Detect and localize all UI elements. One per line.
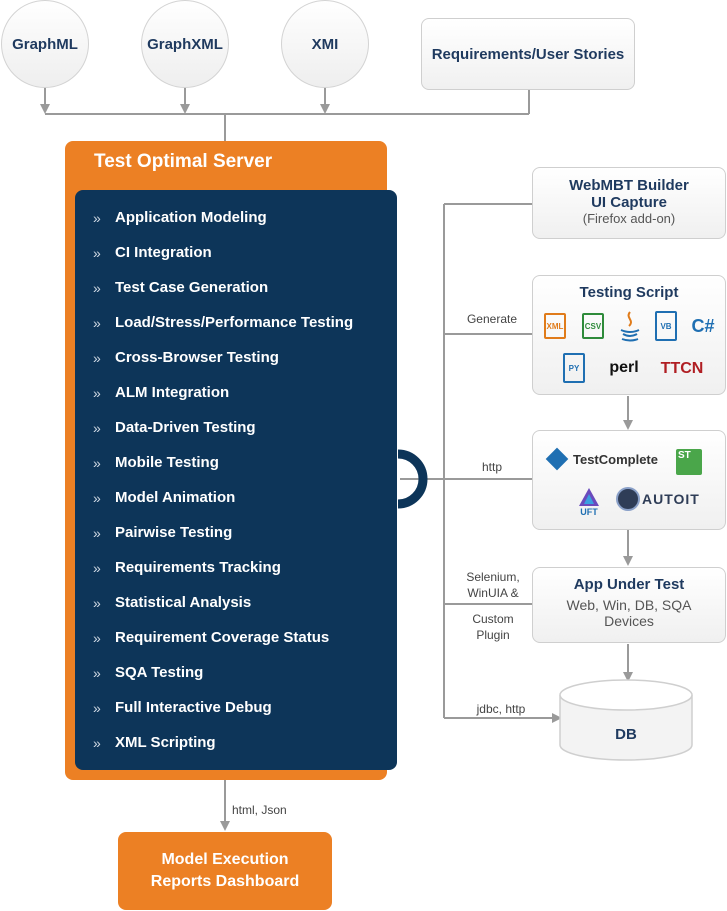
testcomplete-icon — [545, 447, 569, 471]
ttcn-label: TTCN — [660, 360, 704, 377]
autoit-logo: AUTOIT — [616, 486, 702, 512]
feature-item: »Requirement Coverage Status — [93, 629, 330, 646]
testcomplete-label: TestComplete — [573, 451, 658, 467]
feature-list: »Application Modeling »CI Integration »T… — [93, 200, 353, 760]
feature-item: »Model Animation — [93, 489, 236, 506]
graphxml-node: GraphXML — [141, 0, 229, 88]
app-under-test-subtitle: Web, Win, DB, SQA — [566, 597, 692, 613]
html-json-label: html, Json — [232, 803, 287, 817]
feature-item: »Cross-Browser Testing — [93, 349, 279, 366]
csharp-icon: C# — [691, 315, 715, 336]
chevron-double-right-icon: » — [93, 279, 101, 296]
uft-icon — [579, 488, 599, 506]
feature-item: »SQA Testing — [93, 664, 204, 681]
app-under-test-subtitle-2: Devices — [604, 613, 654, 629]
webmbt-builder-node: WebMBT Builder UI Capture (Firefox add-o… — [532, 167, 726, 239]
uft-label: UFT — [580, 507, 598, 517]
feature-item: »Test Case Generation — [93, 279, 269, 296]
java-icon — [617, 310, 643, 342]
chevron-double-right-icon: » — [93, 209, 101, 226]
perl-icon: perl — [609, 359, 639, 376]
requirements-node: Requirements/User Stories — [421, 18, 635, 90]
testing-script-title: Testing Script — [579, 284, 679, 301]
dashboard-line-1: Model Execution — [161, 851, 289, 868]
chevron-double-right-icon: » — [93, 734, 101, 751]
chevron-double-right-icon: » — [93, 594, 101, 611]
xml-file-icon: XML — [544, 313, 566, 339]
feature-item: »Mobile Testing — [93, 454, 219, 471]
autoit-icon — [616, 487, 640, 511]
db-label: DB — [615, 726, 637, 743]
feature-item: »Load/Stress/Performance Testing — [93, 314, 354, 331]
feature-item: »Statistical Analysis — [93, 594, 252, 611]
app-under-test-title: App Under Test — [573, 576, 685, 593]
feature-item: »Pairwise Testing — [93, 524, 233, 541]
st-checkmark-icon: ST — [676, 449, 702, 475]
chevron-double-right-icon: » — [93, 454, 101, 471]
webmbt-title-2: UI Capture — [591, 194, 667, 211]
graphml-node: GraphML — [1, 0, 89, 88]
dashboard-line-2: Reports Dashboard — [150, 873, 300, 890]
vb-file-icon: VB — [655, 311, 677, 341]
chevron-double-right-icon: » — [93, 629, 101, 646]
http-label: http — [481, 460, 502, 474]
xmi-node: XMI — [281, 0, 369, 88]
reports-dashboard-node: Model Execution Reports Dashboard — [118, 832, 332, 910]
selenium-label: Selenium, WinUIA & — [466, 570, 520, 600]
chevron-double-right-icon: » — [93, 349, 101, 366]
server-title: Test Optimal Server — [94, 151, 273, 172]
requirements-label: Requirements/User Stories — [431, 45, 625, 63]
chevron-double-right-icon: » — [93, 524, 101, 541]
generate-label: Generate — [466, 312, 518, 326]
jdbc-http-label: jdbc, http — [476, 702, 526, 716]
feature-item: »CI Integration — [93, 244, 212, 261]
chevron-double-right-icon: » — [93, 419, 101, 436]
chevron-double-right-icon: » — [93, 244, 101, 261]
uft-logo: UFT — [574, 484, 604, 520]
autoit-label: AUTOIT — [642, 491, 700, 507]
app-under-test-node: App Under Test Web, Win, DB, SQA Devices — [532, 567, 726, 643]
chevron-double-right-icon: » — [93, 314, 101, 331]
feature-item: »Full Interactive Debug — [93, 699, 272, 716]
test-tools-node — [532, 430, 726, 530]
custom-plugin-label: Custom Plugin — [472, 612, 514, 642]
python-file-icon: PY — [563, 353, 585, 383]
feature-item: »Requirements Tracking — [93, 559, 281, 576]
chevron-double-right-icon: » — [93, 664, 101, 681]
chevron-double-right-icon: » — [93, 384, 101, 401]
feature-item: »ALM Integration — [93, 384, 230, 401]
webmbt-subtitle: (Firefox add-on) — [582, 211, 676, 226]
feature-panel — [75, 190, 397, 770]
testcomplete-logo: TestComplete — [545, 447, 664, 471]
chevron-double-right-icon: » — [93, 699, 101, 716]
webmbt-title: WebMBT Builder — [569, 177, 689, 194]
feature-item: »Data-Driven Testing — [93, 419, 256, 436]
chevron-double-right-icon: » — [93, 489, 101, 506]
csv-file-icon: CSV — [582, 313, 604, 339]
feature-item: »Application Modeling — [93, 209, 267, 226]
chevron-double-right-icon: » — [93, 559, 101, 576]
feature-item: »XML Scripting — [93, 734, 216, 751]
